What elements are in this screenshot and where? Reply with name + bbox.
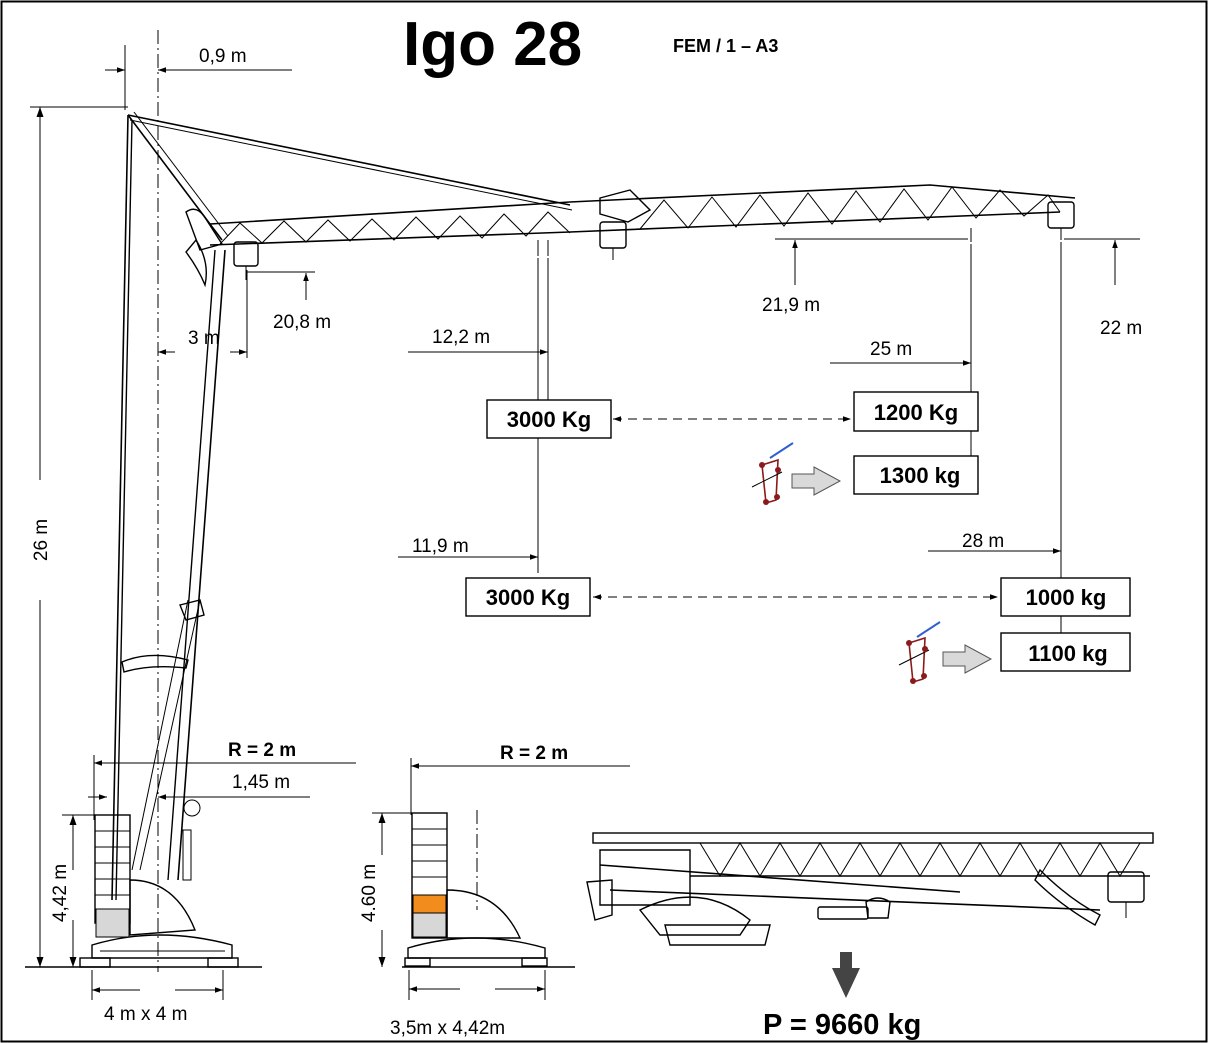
ballast-height-label: 4,42 m — [50, 864, 71, 922]
load-box-2: 3000 Kg — [465, 577, 591, 617]
top-offset-dimension: 0,9 m — [105, 45, 292, 110]
radius-2-dimension: 11,9 m — [398, 536, 538, 560]
top-offset-label: 0,9 m — [199, 46, 247, 67]
load-6-label: 1100 kg — [1028, 641, 1108, 666]
transport-tail-radius-label: R = 2 m — [500, 743, 568, 764]
hook-mode-icon-1 — [751, 442, 794, 505]
radius-3-label: 25 m — [870, 339, 912, 360]
classification-label: FEM / 1 – A3 — [673, 36, 778, 56]
height-label: 26 m — [31, 519, 52, 561]
tail-radius-2-dimension: 1,45 m — [88, 772, 310, 800]
min-radius-label: 3 m — [188, 328, 220, 349]
hook-height-2-dimension: 21,9 m — [762, 238, 968, 316]
base-size-dimension: 4 m x 4 m — [91, 970, 224, 1025]
hook-height-2-label: 21,9 m — [762, 295, 820, 316]
radius-1-label: 12,2 m — [432, 327, 490, 348]
load-box-4: 1300 kg — [853, 455, 979, 495]
hook-mode-icon-2 — [898, 621, 941, 684]
weight-label: P = 9660 kg — [763, 1009, 921, 1041]
tail-radius-dimension: R = 2 m — [93, 740, 356, 820]
load-4-label: 1300 kg — [880, 463, 961, 488]
radius-4-dimension: 28 m — [928, 531, 1061, 554]
hook-height-1-dimension: 20,8 m — [246, 271, 331, 333]
min-radius-dimension: 3 m — [158, 270, 248, 358]
height-dimension: 26 m — [30, 106, 128, 967]
transport-ballast-height-dimension: 4.60 m — [359, 812, 412, 967]
radius-4-label: 28 m — [962, 531, 1004, 552]
transport-base-size-label: 3,5m x 4,42m — [390, 1018, 505, 1039]
load-1-label: 3000 Kg — [507, 407, 591, 432]
radius-2-label: 11,9 m — [412, 536, 469, 557]
weight-arrow-icon — [832, 952, 860, 998]
tail-radius-2-label: 1,45 m — [232, 772, 290, 793]
radius-3-dimension: 25 m — [830, 339, 971, 366]
hook-height-1-label: 20,8 m — [273, 312, 331, 333]
base-size-label: 4 m x 4 m — [104, 1004, 187, 1025]
load-box-3: 1200 Kg — [853, 391, 979, 432]
load-3-label: 1200 Kg — [874, 400, 958, 425]
ballast-height-dimension: 4,42 m — [50, 814, 95, 967]
radius-1-dimension: 12,2 m — [408, 327, 548, 355]
load-box-6: 1100 kg — [1000, 632, 1131, 672]
tail-radius-label: R = 2 m — [228, 740, 296, 761]
folded-crane-outline — [402, 810, 575, 968]
mode-arrow-2 — [942, 644, 993, 674]
transport-ballast-height-label: 4.60 m — [359, 864, 380, 922]
hook-height-3-dimension: 22 m — [1064, 238, 1142, 339]
hook-height-3-label: 22 m — [1100, 318, 1142, 339]
load-5-label: 1000 kg — [1026, 585, 1107, 610]
load-box-5: 1000 kg — [1000, 577, 1131, 617]
diagram-title: Igo 28 — [403, 10, 582, 79]
crane-outline — [25, 30, 1076, 972]
transport-base-size-dimension: 3,5m x 4,42m — [390, 970, 546, 1039]
transport-config-outline — [586, 832, 1154, 946]
transport-tail-radius-dimension: R = 2 m — [410, 743, 630, 815]
load-2-label: 3000 Kg — [486, 585, 570, 610]
load-box-1: 3000 Kg — [486, 399, 612, 439]
mode-arrow-1 — [791, 466, 842, 496]
